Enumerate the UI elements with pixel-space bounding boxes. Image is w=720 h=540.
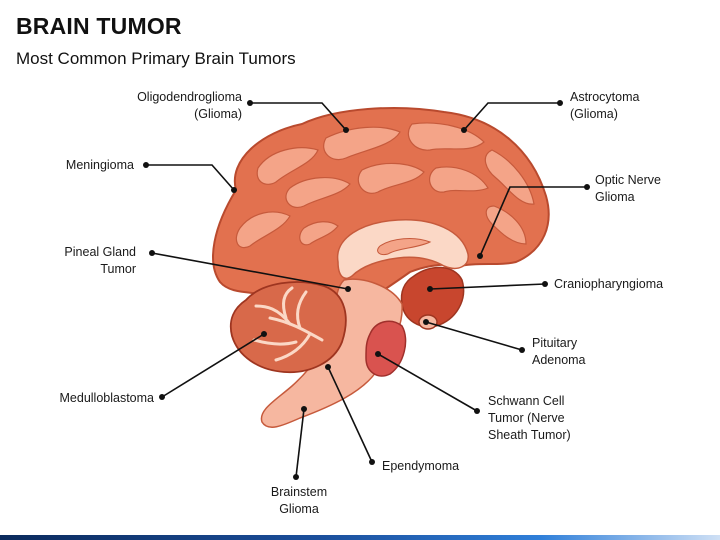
- label-ependymoma: Ependymoma: [382, 459, 460, 473]
- page-title: BRAIN TUMOR: [16, 13, 182, 39]
- arbor-vitae: [252, 286, 324, 362]
- label-schwann-cell-tumor: Schwann Cell Tumor (Nerve Sheath Tumor): [488, 394, 571, 442]
- label-medulloblastoma: Medulloblastoma: [59, 391, 155, 405]
- cerebellum: [229, 281, 347, 374]
- label-astrocytoma: Astrocytoma (Glioma): [570, 90, 640, 121]
- leader-lines: [146, 102, 587, 478]
- label-meningioma: Meningioma: [65, 158, 134, 172]
- page-subtitle: Most Common Primary Brain Tumors: [16, 49, 296, 68]
- vestibular-nerve: [365, 320, 407, 377]
- leader-dots: [143, 100, 590, 480]
- label-brainstem-glioma: Brainstem Glioma: [270, 485, 328, 516]
- gyri: [235, 122, 535, 249]
- label-craniopharyngioma: Craniopharyngioma: [554, 277, 664, 291]
- bottom-accent-bar: [0, 535, 720, 540]
- label-pineal-gland-tumor: Pineal Gland Tumor: [64, 245, 136, 276]
- label-pituitary-adenoma: Pituitary Adenoma: [532, 336, 586, 367]
- label-optic-nerve-glioma: Optic Nerve Glioma: [595, 173, 661, 204]
- label-oligodendroglioma: Oligodendroglioma (Glioma): [137, 90, 242, 121]
